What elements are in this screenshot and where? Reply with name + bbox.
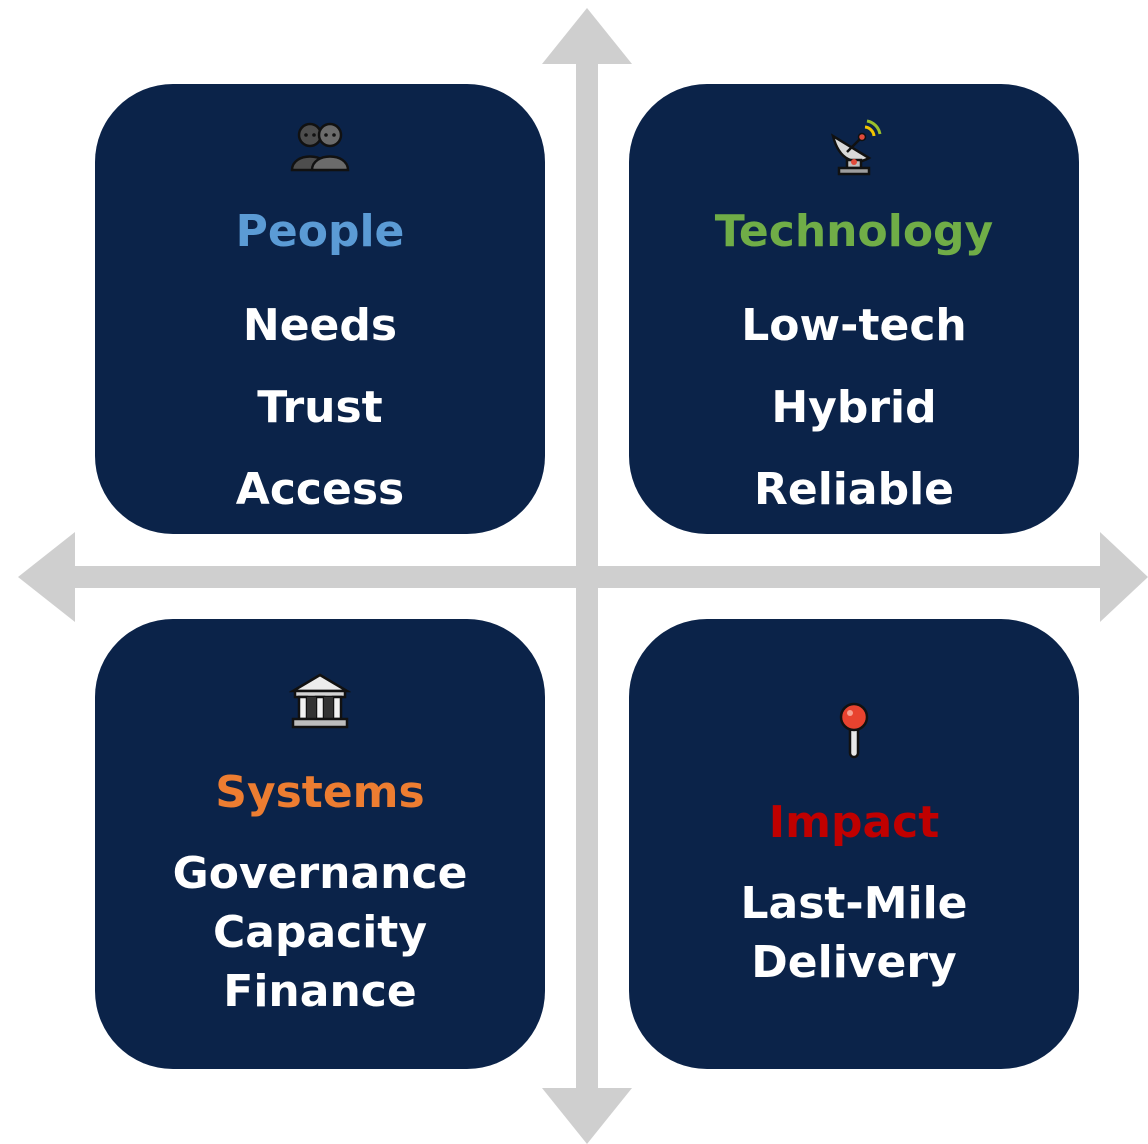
axis-arrow-down xyxy=(542,1088,632,1144)
axis-arrow-up xyxy=(542,8,632,64)
quadrant-title-people: People xyxy=(235,206,405,257)
quadrant-items-impact: Last-Mile Delivery xyxy=(629,874,1079,992)
item-label: Needs xyxy=(242,300,398,351)
item-label: Capacity xyxy=(212,907,428,958)
satellite-dish-icon xyxy=(825,118,883,180)
item-label: Trust xyxy=(257,382,383,433)
axis-arrow-left xyxy=(18,532,75,622)
item-label: Last-Mile xyxy=(740,878,968,929)
item-label: Finance xyxy=(223,966,417,1017)
item-label: Hybrid xyxy=(771,382,937,433)
quadrant-title-systems: Systems xyxy=(215,767,425,818)
item-label: Access xyxy=(235,464,405,515)
item-label: Governance xyxy=(172,848,468,899)
quadrant-systems: Systems Governance Capacity Finance xyxy=(95,619,545,1069)
item-label: Reliable xyxy=(754,464,954,515)
horizontal-axis xyxy=(73,566,1103,588)
quadrant-items-people: Needs Trust Access xyxy=(95,285,545,531)
item-label: Delivery xyxy=(751,937,957,988)
quadrant-items-systems: Governance Capacity Finance xyxy=(95,844,545,1021)
people-icon xyxy=(290,118,350,178)
round-pushpin-icon xyxy=(838,701,870,765)
quadrant-title-technology: Technology xyxy=(714,206,994,257)
item-label: Low-tech xyxy=(741,300,967,351)
quadrant-impact: Impact Last-Mile Delivery xyxy=(629,619,1079,1069)
quadrant-people: People Needs Trust Access xyxy=(95,84,545,534)
quadrant-technology: Technology Low-tech Hybrid Reliable xyxy=(629,84,1079,534)
axis-arrow-right xyxy=(1100,532,1148,622)
quadrant-items-technology: Low-tech Hybrid Reliable xyxy=(629,285,1079,531)
quadrant-title-impact: Impact xyxy=(768,797,940,848)
classical-building-icon xyxy=(288,671,352,735)
